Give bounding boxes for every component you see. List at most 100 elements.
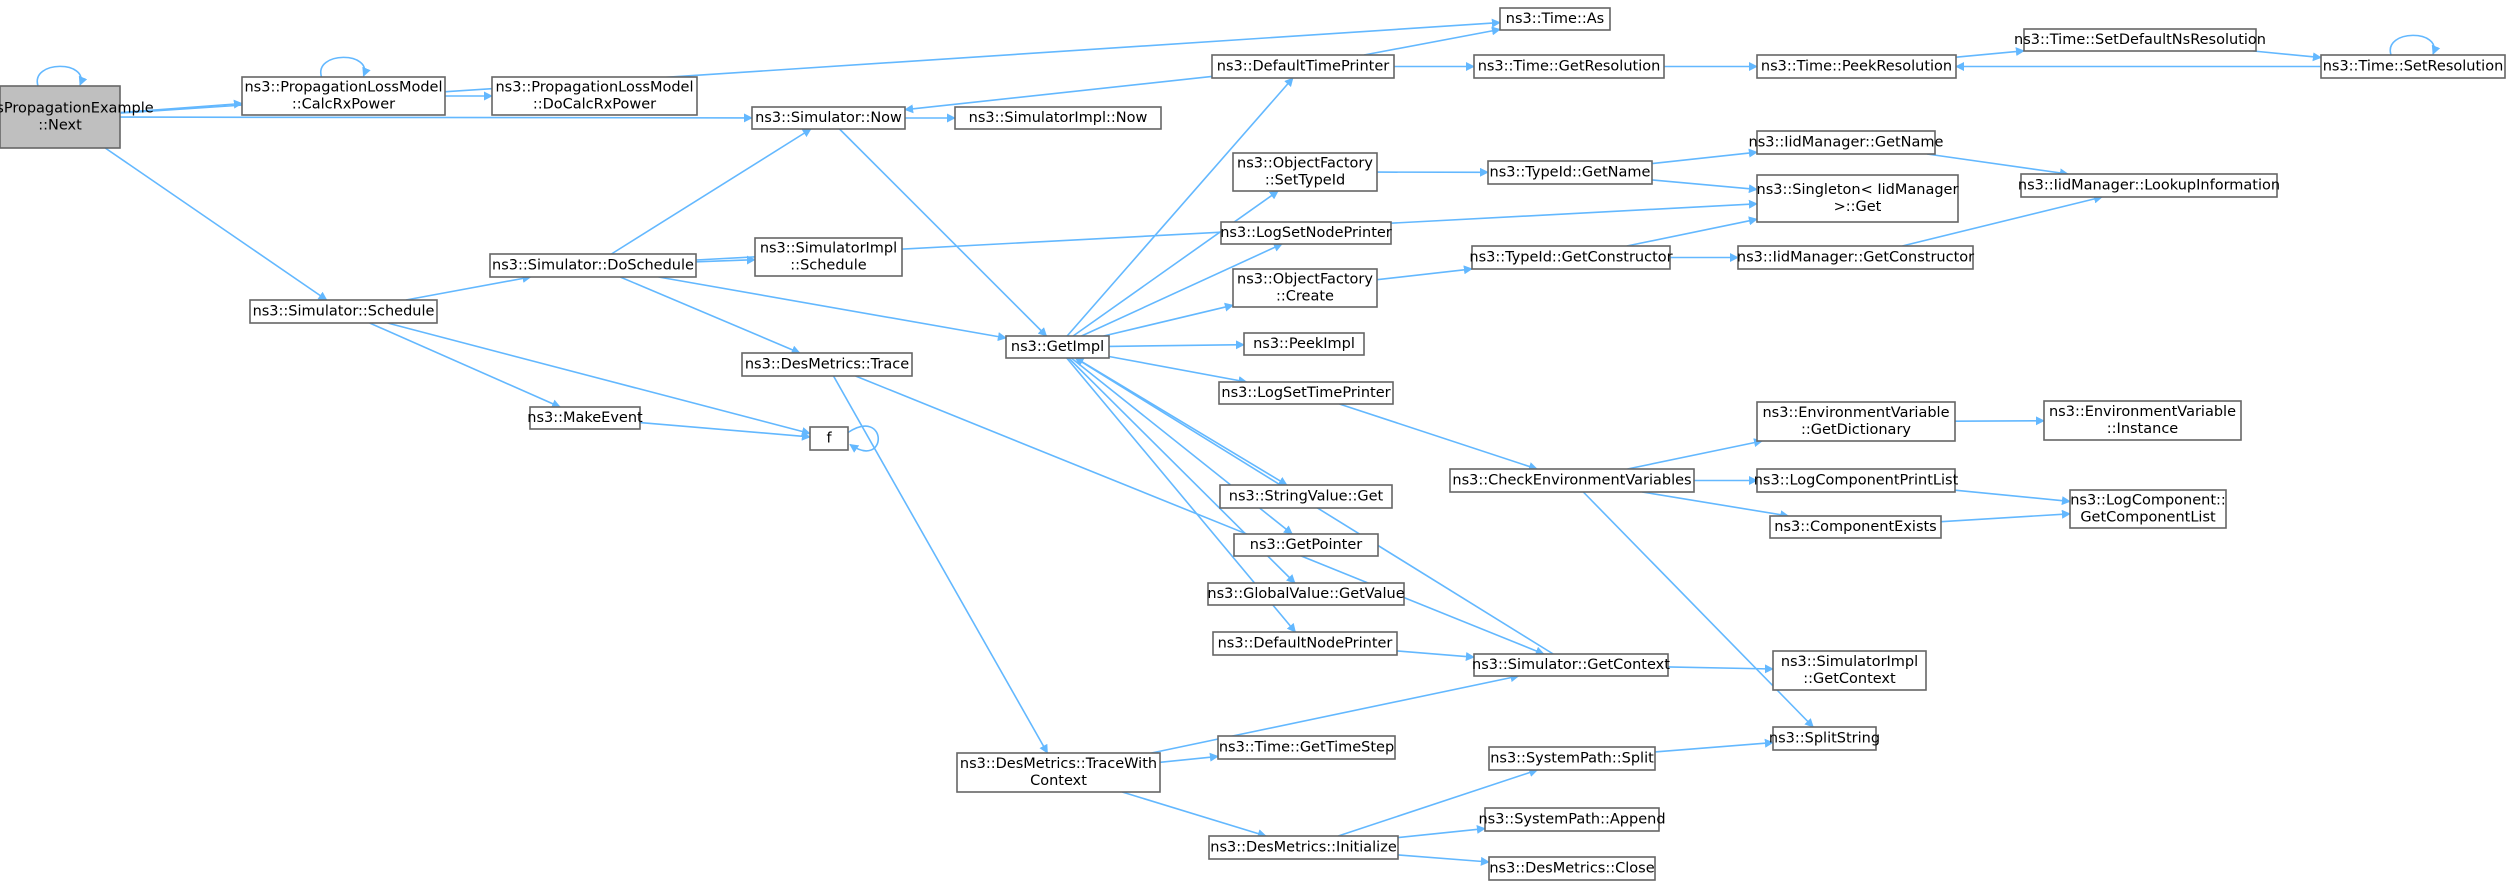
function-node[interactable]: ns3::PropagationLossModel::CalcRxPower: [241, 76, 446, 116]
function-node[interactable]: ns3::LogComponentPrintList: [1754, 468, 1959, 493]
function-node[interactable]: ns3::EnvironmentVariable::Instance: [2043, 400, 2242, 441]
function-node[interactable]: ns3::PeekImpl: [1243, 332, 1365, 356]
function-node[interactable]: ns3::DesMetrics::Initialize: [1208, 835, 1399, 860]
node-label-line: >::Get: [1834, 199, 1882, 215]
node-label-line: ::Schedule: [790, 258, 866, 274]
function-node[interactable]: ns3::SystemPath::Append: [1478, 807, 1666, 832]
function-node[interactable]: ns3::LogSetNodePrinter: [1220, 221, 1392, 245]
function-node[interactable]: ns3::SystemPath::Split: [1488, 746, 1656, 771]
node-label-line: ::Next: [38, 118, 82, 134]
function-node[interactable]: ns3::Singleton< IidManager >::Get: [1756, 174, 1959, 223]
node-label-line: ns3::DefaultTimePrinter: [1217, 59, 1389, 75]
edge-n7-to-n8: [405, 274, 532, 301]
edge-n13-to-n4: [904, 75, 1213, 114]
node-label-line: ::SetTypeId: [1265, 173, 1345, 189]
function-node[interactable]: ns3::MakeEvent: [527, 406, 643, 430]
node-box: [1218, 381, 1394, 405]
function-node[interactable]: ns3::Time::As: [1499, 7, 1611, 31]
node-label-line: f: [826, 431, 832, 447]
node-label-line: ns3::SimulatorImpl: [760, 241, 897, 257]
function-node[interactable]: ns3::GlobalValue::GetValue: [1207, 582, 1405, 606]
edge-n28-to-n29: [1339, 403, 1538, 471]
node-label-line: ns3::Time::PeekResolution: [1761, 59, 1952, 75]
node-label-line: Context: [1030, 773, 1087, 789]
node-label-line: ns3::SystemPath::Split: [1490, 751, 1654, 767]
node-box: [1219, 484, 1393, 509]
node-label-line: ns3::SimulatorImpl::Now: [969, 110, 1148, 126]
function-node[interactable]: ns3::DefaultTimePrinter: [1211, 54, 1395, 79]
node-box: [0, 85, 121, 149]
function-node[interactable]: ns3::StringValue::Get: [1219, 484, 1393, 509]
function-node[interactable]: ns3::TypeId::GetName: [1487, 160, 1653, 185]
function-node[interactable]: ns3::DesMetrics::Trace: [741, 352, 913, 377]
node-label-line: ::GetContext: [1803, 671, 1896, 687]
edge-n6-to-n28: [1108, 355, 1248, 385]
node-label-line: ns3::Time::SetResolution: [2323, 59, 2504, 75]
function-node[interactable]: ns3::CheckEnvironmentVariables: [1449, 468, 1695, 493]
function-node[interactable]: ns3::Simulator::GetContext: [1472, 653, 1670, 677]
node-box: [1471, 245, 1671, 270]
function-node[interactable]: ns3::SplitString: [1769, 726, 1880, 751]
function-node[interactable]: ns3::ObjectFactory::SetTypeId: [1232, 152, 1378, 192]
edge-n29-to-n41: [1582, 491, 1814, 728]
function-node[interactable]: ns3::Simulator::DoSchedule: [489, 253, 697, 278]
function-node[interactable]: ns3::Time::SetDefaultNsResolution: [2014, 28, 2266, 52]
node-label-line: ns3::Time::GetResolution: [1478, 59, 1661, 75]
edge-n6-to-n23: [1081, 243, 1283, 337]
node-label-line: ns3::PropagationLossModel: [495, 80, 693, 96]
node-label-line: ns3::LogComponent::: [2070, 493, 2226, 509]
function-node[interactable]: ns3::Simulator::Now: [751, 106, 906, 130]
function-node[interactable]: ns3::IidManager::GetName: [1749, 130, 1944, 155]
node-label-line: JakesPropagationExample: [0, 101, 154, 117]
node-label-line: ::GetDictionary: [1801, 422, 1911, 438]
node-label-line: ns3::Time::SetDefaultNsResolution: [2014, 32, 2266, 48]
function-node[interactable]: ns3::Time::PeekResolution: [1756, 54, 1957, 79]
node-box: [1756, 130, 1936, 155]
edge-n26-to-n22: [1902, 194, 2103, 247]
function-node[interactable]: ns3::PropagationLossModel::DoCalcRxPower: [491, 76, 698, 116]
edge-n7-to-n11: [369, 322, 561, 408]
edge-n4-to-n6: [838, 128, 1048, 337]
node-label-line: ns3::ComponentExists: [1774, 519, 1937, 535]
node-label-line: ns3::Simulator::Schedule: [253, 304, 435, 320]
function-node[interactable]: ns3::Simulator::Schedule: [249, 299, 438, 324]
node-box: [1211, 54, 1395, 79]
function-node[interactable]: ns3::TypeId::GetConstructor: [1469, 245, 1673, 270]
root-node[interactable]: JakesPropagationExample::Next: [0, 85, 154, 149]
function-node[interactable]: ns3::SimulatorImpl::GetContext: [1772, 650, 1927, 691]
function-node[interactable]: f: [809, 426, 849, 451]
edge-n25-to-n21: [1626, 216, 1758, 247]
function-node[interactable]: ns3::ComponentExists: [1769, 515, 1942, 539]
node-label-line: GetComponentList: [2080, 510, 2216, 526]
function-node[interactable]: ns3::Time::SetResolution: [2320, 54, 2506, 79]
function-node[interactable]: ns3::DefaultNodePrinter: [1212, 631, 1398, 656]
node-label-line: ns3::LogSetTimePrinter: [1221, 385, 1390, 401]
function-node[interactable]: ns3::Time::GetTimeStep: [1217, 735, 1396, 760]
function-node[interactable]: ns3::SimulatorImpl::Now: [954, 106, 1162, 130]
function-node[interactable]: ns3::SimulatorImpl::Schedule: [754, 237, 903, 277]
function-node[interactable]: ns3::GetImpl: [1005, 335, 1110, 359]
node-box: [1499, 7, 1611, 31]
node-label-line: ns3::DesMetrics::Close: [1489, 861, 1654, 877]
function-node[interactable]: ns3::EnvironmentVariable::GetDictionary: [1756, 401, 1956, 442]
function-node[interactable]: ns3::IidManager::GetConstructor: [1737, 245, 1974, 270]
function-node[interactable]: ns3::Time::GetResolution: [1473, 54, 1665, 79]
node-box: [1232, 152, 1378, 192]
node-label-line: ns3::GetImpl: [1011, 339, 1104, 355]
function-node[interactable]: ns3::LogComponent::GetComponentList: [2069, 489, 2227, 529]
node-box: [1484, 807, 1660, 832]
node-box: [241, 76, 446, 116]
function-node[interactable]: ns3::DesMetrics::Close: [1488, 856, 1656, 881]
edge-n7-to-n12: [387, 322, 811, 436]
node-box: [1243, 332, 1365, 356]
function-node[interactable]: ns3::IidManager::LookupInformation: [2018, 173, 2280, 198]
function-node[interactable]: ns3::ObjectFactory::Create: [1232, 268, 1378, 308]
function-node[interactable]: ns3::GetPointer: [1233, 533, 1379, 557]
function-node[interactable]: ns3::LogSetTimePrinter: [1218, 381, 1394, 405]
node-label-line: ns3::LogSetNodePrinter: [1220, 225, 1392, 241]
node-label-line: ns3::Time::As: [1506, 11, 1604, 27]
node-label-line: ns3::IidManager::GetConstructor: [1737, 250, 1974, 266]
node-box: [1772, 650, 1927, 691]
edge-n42-to-n45: [1121, 791, 1267, 838]
